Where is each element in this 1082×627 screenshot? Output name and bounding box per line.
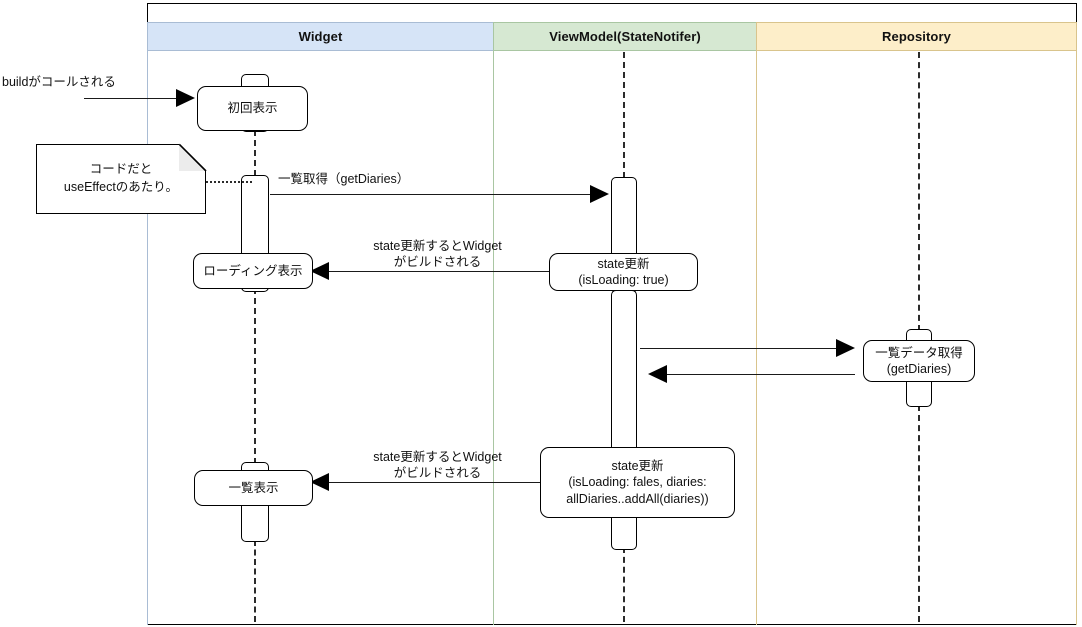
arrow-head-state-rebuild-2 <box>310 473 329 491</box>
box-loading-display[interactable]: ローディング表示 <box>193 253 313 289</box>
note-connector <box>206 181 252 183</box>
note-shape <box>36 144 206 214</box>
arrow-line-build-call <box>84 98 188 99</box>
lane-repository: Repository <box>756 22 1077 625</box>
arrow-head-repo-request <box>836 339 855 357</box>
arrow-line-state-rebuild-1 <box>327 271 549 272</box>
box-initial-display[interactable]: 初回表示 <box>197 86 308 131</box>
arrow-line-state-rebuild-2 <box>327 482 542 483</box>
lane-repository-body <box>756 51 1077 625</box>
lane-widget-header: Widget <box>147 22 494 51</box>
lifeline-widget-seg2 <box>254 288 256 464</box>
lifeline-widget-seg3 <box>254 540 256 622</box>
lane-repository-header: Repository <box>756 22 1077 51</box>
arrow-label-state-rebuild-2: state更新するとWidget がビルドされる <box>373 450 502 481</box>
lifeline-viewmodel-seg1 <box>623 52 625 178</box>
box-list-display[interactable]: 一覧表示 <box>194 470 313 506</box>
note-text: コードだと useEffectのあたり。 <box>63 161 179 194</box>
lifeline-repository-seg2 <box>918 405 920 622</box>
arrow-head-build-call <box>176 89 195 107</box>
arrow-line-repo-request <box>640 348 852 349</box>
lane-viewmodel: ViewModel(StateNotifer) <box>493 22 757 625</box>
lane-viewmodel-header: ViewModel(StateNotifer) <box>493 22 757 51</box>
box-fetch-list-data[interactable]: 一覧データ取得 (getDiaries) <box>863 340 975 382</box>
note-fold-line-icon <box>178 143 207 172</box>
box-state-update-loading[interactable]: state更新 (isLoading: true) <box>549 253 698 291</box>
arrow-label-get-diaries: 一覧取得（getDiaries） <box>278 172 410 186</box>
lifeline-repository-seg1 <box>918 52 920 331</box>
box-state-update-loaded[interactable]: state更新 (isLoading: fales, diaries: allD… <box>540 447 735 518</box>
arrow-line-get-diaries <box>270 194 600 195</box>
lane-widget-body <box>147 51 494 625</box>
arrow-label-build-call: buildがコールされる <box>2 75 116 89</box>
diagram-frame-header <box>147 3 1077 22</box>
arrow-head-get-diaries <box>590 185 609 203</box>
lifeline-widget-seg1 <box>254 130 256 176</box>
arrow-head-state-rebuild-1 <box>310 262 329 280</box>
arrow-label-state-rebuild-1: state更新するとWidget がビルドされる <box>373 239 502 270</box>
arrow-head-repo-response <box>648 365 667 383</box>
lifeline-viewmodel-seg2 <box>623 547 625 622</box>
note-useeffect[interactable]: コードだと useEffectのあたり。 <box>36 143 207 214</box>
arrow-line-repo-response <box>665 374 855 375</box>
